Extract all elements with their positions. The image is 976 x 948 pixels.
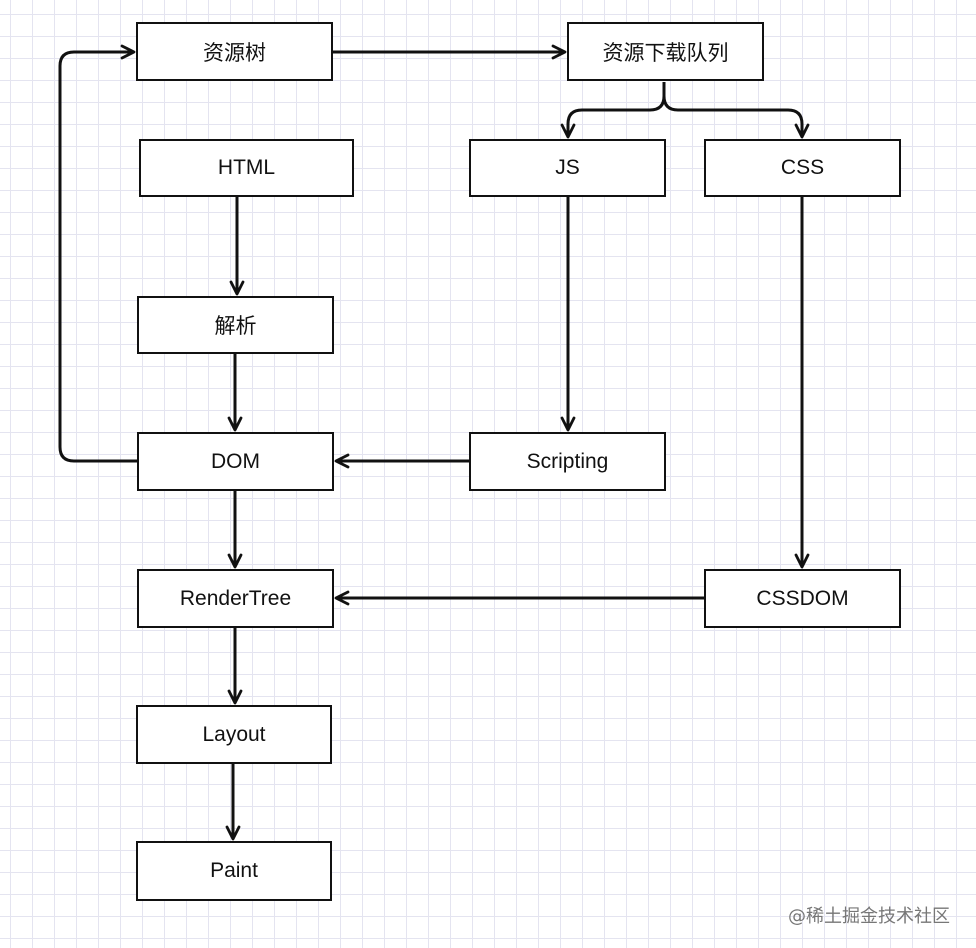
node-cssdom: CSSDOM [704,569,901,628]
node-dom: DOM [137,432,334,491]
node-css: CSS [704,139,901,197]
node-resource-tree: 资源树 [136,22,333,81]
node-paint: Paint [136,841,332,901]
node-scripting: Scripting [469,432,666,491]
node-parse: 解析 [137,296,334,354]
node-render-tree: RenderTree [137,569,334,628]
node-html: HTML [139,139,354,197]
node-js: JS [469,139,666,197]
edge-download-queue-to-css [662,82,810,139]
watermark: @稀土掘金技术社区 [788,906,950,927]
edge-dom-to-resource-tree [58,44,137,463]
node-layout: Layout [136,705,332,764]
node-download-queue: 资源下载队列 [567,22,764,81]
edge-download-queue-to-js [560,82,666,139]
